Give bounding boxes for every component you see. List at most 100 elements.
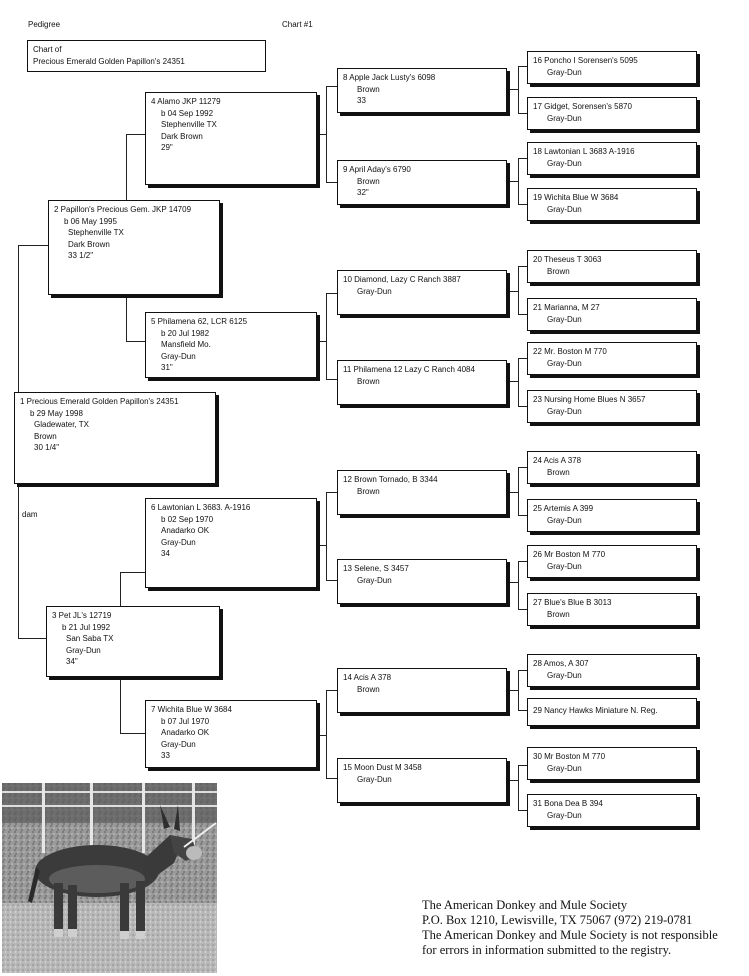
animal-name: 26 Mr Boston M 770 — [533, 549, 691, 561]
connector — [326, 86, 327, 182]
connector — [126, 341, 146, 342]
connector — [318, 735, 326, 736]
pedigree-box-subject: 1 Precious Emerald Golden Papillon's 243… — [14, 392, 216, 484]
pedigree-box-17: 17 Gidget, Sorensen's 5870 Gray-Dun — [527, 97, 697, 130]
coat-color: Brown — [533, 609, 691, 621]
dam-label: dam — [22, 509, 38, 521]
animal-name: 22 Mr. Boston M 770 — [533, 346, 691, 358]
birth-date: b 04 Sep 1992 — [151, 108, 311, 120]
coat-color: Brown — [343, 376, 501, 388]
coat-color: Dark Brown — [54, 239, 214, 251]
animal-name: 17 Gidget, Sorensen's 5870 — [533, 101, 691, 113]
connector — [508, 582, 518, 583]
coat-color: Gray-Dun — [533, 314, 691, 326]
coat-color: Gray-Dun — [343, 774, 501, 786]
pedigree-box-10: 10 Diamond, Lazy C Ranch 3887 Gray-Dun — [337, 270, 507, 315]
animal-name: 9 April Aday's 6790 — [343, 164, 501, 176]
height: 31" — [151, 362, 311, 374]
coat-color: Brown — [533, 467, 691, 479]
coat-color: Gray-Dun — [533, 515, 691, 527]
animal-name: 15 Moon Dust M 3458 — [343, 762, 501, 774]
chart-number: Chart #1 — [282, 19, 313, 31]
coat-color: Gray-Dun — [151, 739, 311, 751]
height: 34 — [151, 548, 311, 560]
disclaimer-line-1: The American Donkey and Mule Society is … — [422, 928, 744, 943]
animal-name: 2 Papillon's Precious Gem. JKP 14709 — [54, 204, 214, 216]
pedigree-box-2: 2 Papillon's Precious Gem. JKP 14709 b 0… — [48, 200, 220, 295]
coat-color: Brown — [343, 176, 501, 188]
pedigree-box-15: 15 Moon Dust M 3458 Gray-Dun — [337, 758, 507, 803]
animal-name: 21 Marianna, M 27 — [533, 302, 691, 314]
connector — [318, 545, 326, 546]
pedigree-box-16: 16 Poncho I Sorensen's 5095 Gray-Dun — [527, 51, 697, 84]
chart-of-box: Chart of Precious Emerald Golden Papillo… — [27, 40, 266, 72]
disclaimer-line-2: for errors in information submitted to t… — [422, 943, 744, 958]
connector — [326, 690, 327, 778]
animal-name: 13 Selene, S 3457 — [343, 563, 501, 575]
page-header-label: Pedigree — [28, 19, 60, 31]
connector — [318, 341, 326, 342]
height: 33 1/2" — [54, 250, 214, 262]
coat-color: Gray-Dun — [533, 670, 691, 682]
coat-color: Gray-Dun — [533, 561, 691, 573]
birth-place: Anadarko OK — [151, 727, 311, 739]
pedigree-box-19: 19 Wichita Blue W 3684 Gray-Dun — [527, 188, 697, 221]
animal-name: 3 Pet JL's 12719 — [52, 610, 214, 622]
connector — [18, 245, 49, 246]
birth-date: b 02 Sep 1970 — [151, 514, 311, 526]
animal-name: 8 Apple Jack Lusty's 6098 — [343, 72, 501, 84]
society-footer: The American Donkey and Mule Society P.O… — [422, 898, 744, 958]
height: 30 1/4" — [20, 442, 210, 454]
coat-color: Brown — [343, 84, 501, 96]
pedigree-box-30: 30 Mr Boston M 770 Gray-Dun — [527, 747, 697, 780]
pedigree-box-3: 3 Pet JL's 12719 b 21 Jul 1992 San Saba … — [46, 606, 220, 677]
animal-name: 14 Acis A 378 — [343, 672, 501, 684]
pedigree-box-23: 23 Nursing Home Blues N 3657 Gray-Dun — [527, 390, 697, 423]
coat-color: Gray-Dun — [343, 575, 501, 587]
connector — [326, 492, 327, 580]
animal-name: 23 Nursing Home Blues N 3657 — [533, 394, 691, 406]
birth-place: Anadarko OK — [151, 525, 311, 537]
connector — [518, 358, 519, 406]
pedigree-box-8: 8 Apple Jack Lusty's 6098 Brown 33 — [337, 68, 507, 113]
pedigree-box-4: 4 Alamo JKP 11279 b 04 Sep 1992 Stephenv… — [145, 92, 317, 185]
animal-name: 31 Bona Dea B 394 — [533, 798, 691, 810]
animal-name: 6 Lawtonian L 3683. A-1916 — [151, 502, 311, 514]
coat-color: Gray-Dun — [533, 158, 691, 170]
animal-name: 25 Artemis A 399 — [533, 503, 691, 515]
animal-name: 27 Blue's Blue B 3013 — [533, 597, 691, 609]
pedigree-box-25: 25 Artemis A 399 Gray-Dun — [527, 499, 697, 532]
animal-name: 10 Diamond, Lazy C Ranch 3887 — [343, 274, 501, 286]
animal-name: 30 Mr Boston M 770 — [533, 751, 691, 763]
height: 33 — [151, 750, 311, 762]
coat-color: Brown — [343, 486, 501, 498]
height: 33 — [343, 95, 501, 107]
coat-color: Gray-Dun — [151, 537, 311, 549]
pedigree-box-24: 24 Acis A 378 Brown — [527, 451, 697, 484]
birth-date: b 20 Jul 1982 — [151, 328, 311, 340]
birth-date: b 07 Jul 1970 — [151, 716, 311, 728]
connector — [518, 467, 519, 515]
pedigree-box-13: 13 Selene, S 3457 Gray-Dun — [337, 559, 507, 604]
pedigree-box-20: 20 Theseus T 3063 Brown — [527, 250, 697, 283]
pedigree-box-18: 18 Lawtonian L 3683 A-1916 Gray-Dun — [527, 142, 697, 175]
animal-name: 29 Nancy Hawks Miniature N. Reg. — [533, 705, 691, 717]
connector — [518, 765, 519, 810]
height: 32" — [343, 187, 501, 199]
connector — [120, 572, 146, 573]
coat-color: Gray-Dun — [533, 67, 691, 79]
connector — [518, 266, 519, 314]
donkey-photo — [2, 783, 217, 973]
animal-name: 28 Amos, A 307 — [533, 658, 691, 670]
connector — [508, 291, 518, 292]
birth-place: San Saba TX — [52, 633, 214, 645]
height: 34" — [52, 656, 214, 668]
connector — [508, 89, 518, 90]
pedigree-box-11: 11 Philamena 12 Lazy C Ranch 4084 Brown — [337, 360, 507, 405]
pedigree-box-6: 6 Lawtonian L 3683. A-1916 b 02 Sep 1970… — [145, 498, 317, 588]
connector — [518, 561, 519, 609]
coat-color: Brown — [20, 431, 210, 443]
coat-color: Gray-Dun — [533, 358, 691, 370]
animal-name: 1 Precious Emerald Golden Papillon's 243… — [20, 396, 210, 408]
birth-date: b 29 May 1998 — [20, 408, 210, 420]
